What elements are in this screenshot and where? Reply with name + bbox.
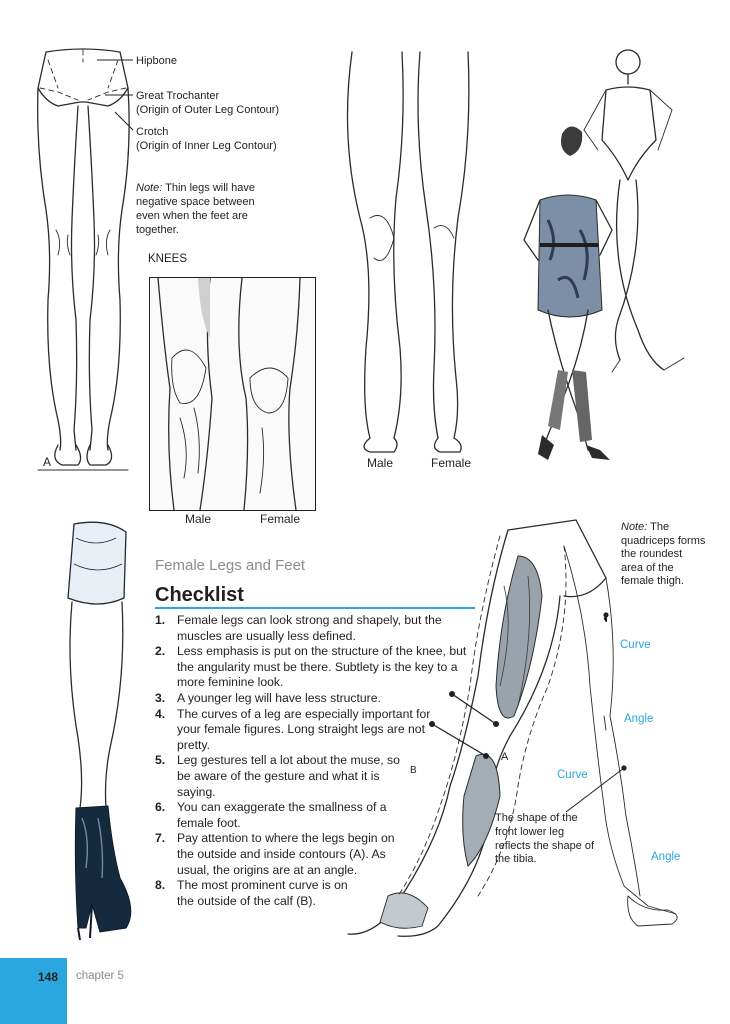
figure-label-a: A xyxy=(43,455,52,469)
checklist-item: 1. Female legs can look strong and shapel… xyxy=(155,613,473,644)
checklist-item: 2. Less emphasis is put on the structure … xyxy=(155,644,473,691)
label-crotch: Crotch (Origin of Inner Leg Contour) xyxy=(136,125,277,153)
knees-heading: KNEES xyxy=(148,253,187,265)
thin-legs-note: Note: Thin legs will have negative space… xyxy=(136,181,276,237)
checklist: 1. Female legs can look strong and shapel… xyxy=(155,613,473,909)
chapter-label: chapter 5 xyxy=(76,970,124,982)
male-female-legs-figure xyxy=(346,51,470,453)
annotation-point-a: A xyxy=(501,751,509,763)
checklist-heading: Checklist xyxy=(155,584,244,606)
quadriceps-note-prefix: Note: xyxy=(621,521,648,533)
annotation-angle-ankle: Angle xyxy=(651,851,681,863)
annotation-curve-calf: Curve xyxy=(557,769,588,781)
label-hipbone: Hipbone xyxy=(136,55,177,67)
quadriceps-note-text: The quadriceps forms the roundest area o… xyxy=(621,521,706,588)
annotation-curve-thigh: Curve xyxy=(620,639,651,651)
boots-leg-illustration xyxy=(67,521,132,941)
checklist-item-number: 6. xyxy=(155,800,166,815)
checklist-item-number: 4. xyxy=(155,706,166,721)
page-number: 148 xyxy=(38,970,59,984)
checklist-item-text: Female legs can look strong and shapely,… xyxy=(177,613,442,643)
checklist-item-text: Pay attention to where the legs begin on… xyxy=(177,831,395,877)
label-crotch-line2: (Origin of Inner Leg Contour) xyxy=(136,140,277,152)
label-crotch-line1: Crotch xyxy=(136,126,169,138)
checklist-item-text: Less emphasis is put on the structure of… xyxy=(177,644,467,690)
checklist-item-text: A younger leg will have less structure. xyxy=(177,690,381,705)
thin-legs-note-prefix: Note: xyxy=(136,182,163,194)
annotation-angle-knee: Angle xyxy=(624,713,654,725)
knees-caption-female: Female xyxy=(260,512,301,526)
leg-anatomy-diagram xyxy=(347,519,678,937)
checklist-item-number: 5. xyxy=(155,753,166,768)
label-great-trochanter: Great Trochanter (Origin of Outer Leg Co… xyxy=(136,89,279,117)
checklist-item-number: 3. xyxy=(155,690,166,705)
front-legs-figure xyxy=(37,48,130,471)
checklist-item-text: You can exaggerate the smallness of a fe… xyxy=(177,800,387,830)
checklist-item-text: The curves of a leg are especially impor… xyxy=(177,706,431,752)
legs-caption-female: Female xyxy=(431,456,472,470)
knees-sketch xyxy=(157,278,301,510)
checklist-item: 7. Pay attention to where the legs begin … xyxy=(155,831,395,878)
annotation-point-b: B xyxy=(410,765,417,776)
legs-caption-male: Male xyxy=(367,456,394,470)
quadriceps-note: Note: The quadriceps forms the roundest … xyxy=(621,521,707,589)
knees-illustration-box xyxy=(149,277,316,511)
section-subhead: Female Legs and Feet xyxy=(155,557,306,574)
checklist-item-number: 7. xyxy=(155,831,166,846)
checklist-item: 5. Leg gestures tell a lot about the muse… xyxy=(155,753,413,800)
tibia-note: The shape of the front lower leg reflect… xyxy=(495,812,595,866)
fashion-figures-illustration xyxy=(523,49,685,460)
label-great-trochanter-line1: Great Trochanter xyxy=(136,90,220,102)
checklist-item: 8. The most prominent curve is on the out… xyxy=(155,878,357,909)
heading-rule xyxy=(155,607,475,609)
checklist-item: 4. The curves of a leg are especially imp… xyxy=(155,707,435,754)
thin-legs-note-text: Thin legs will have negative space betwe… xyxy=(136,182,256,236)
checklist-item-number: 8. xyxy=(155,878,166,893)
checklist-item-number: 1. xyxy=(155,613,166,627)
checklist-item: 3. A younger leg will have less structure… xyxy=(155,691,417,707)
label-great-trochanter-line2: (Origin of Outer Leg Contour) xyxy=(136,104,280,116)
knees-caption-male: Male xyxy=(185,512,212,526)
checklist-item-text: Leg gestures tell a lot about the muse, … xyxy=(177,753,400,799)
leader-lines xyxy=(97,59,134,131)
checklist-item-number: 2. xyxy=(155,644,166,659)
footer-page-bar xyxy=(0,958,67,1024)
checklist-item: 6. You can exaggerate the smallness of a … xyxy=(155,800,405,831)
checklist-item-text: The most prominent curve is on the outsi… xyxy=(177,878,348,908)
